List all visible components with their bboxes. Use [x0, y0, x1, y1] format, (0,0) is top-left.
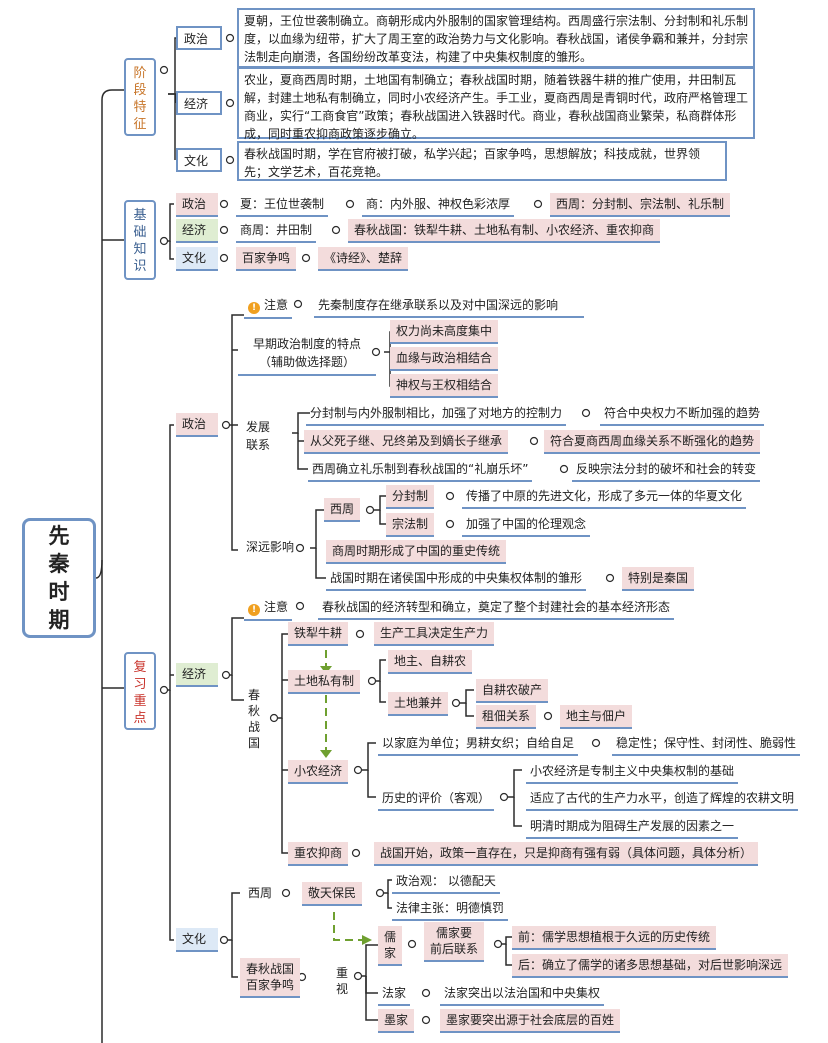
early-feature-item: 神权与王权相结合 — [390, 374, 499, 398]
tieli-niugeng: 铁犁牛耕 — [288, 622, 349, 646]
stage-economy-node[interactable]: 经济 — [176, 91, 222, 115]
impact-fenfeng-text: 传播了中原的先进文化，形成了多元一体的华夏文化 — [462, 485, 747, 509]
section-review-label: 复习重点 — [133, 660, 147, 726]
root-node[interactable]: 先秦时期 — [22, 518, 96, 638]
mojia-text: 墨家要突出源于社会底层的百姓 — [440, 1009, 621, 1033]
warning-icon: ! — [248, 302, 260, 314]
basic-economy-node[interactable]: 经济 — [176, 219, 218, 243]
impact-zhanguo: 战国时期在诸侯国中形成的中央集权体制的雏形 — [326, 567, 587, 591]
economy-note: ! 注意 — [244, 596, 293, 621]
politics-note-label: 注意 — [264, 298, 289, 312]
tieli-text: 生产工具决定生产力 — [374, 622, 495, 646]
section-review[interactable]: 复习重点 — [124, 652, 156, 730]
xiaonong-jingji: 小农经济 — [288, 760, 349, 784]
review-politics-label: 政治 — [182, 417, 207, 431]
development-link-label: 发展 联系 — [246, 420, 271, 452]
impact-zongfa: 宗法制 — [386, 513, 435, 537]
dev-item-a: 西周确立礼乐制到春秋战国的“礼崩乐坏” — [308, 458, 533, 482]
section-stage[interactable]: 阶段特征 — [124, 58, 156, 136]
dev-item-b: 符合中央权力不断加强的趋势 — [600, 402, 765, 426]
impact-shang: 商周时期形成了中国的重史传统 — [326, 540, 507, 564]
history-evaluation: 历史的评价（客观） — [378, 787, 495, 811]
tudi-jianbing: 土地兼并 — [388, 692, 449, 716]
dizhu-zigengnong: 地主、自耕农 — [388, 650, 473, 674]
section-basic-label: 基础知识 — [133, 208, 147, 274]
impact-xizhou: 西周 — [324, 498, 361, 522]
impact-qin: 特别是秦国 — [622, 567, 695, 591]
stage-politics-text: 夏朝，王位世袭制确立。商朝形成内外服制的国家管理结构。西周盛行宗法制、分封制和礼… — [237, 8, 755, 68]
fajia-text: 法家突出以法治国和中央集权 — [440, 982, 605, 1006]
basic-politics-item: 商：内外服、神权色彩浓厚 — [362, 193, 515, 217]
economy-note-text: 春秋战国的经济转型和确立，奠定了整个封建社会的基本经济形态 — [318, 596, 675, 620]
rujia-link: 儒家要 前后联系 — [424, 922, 485, 962]
stage-culture-label: 文化 — [184, 154, 209, 168]
basic-culture-item: 百家争鸣 — [236, 247, 297, 271]
review-culture-node[interactable]: 文化 — [176, 928, 218, 952]
mojia: 墨家 — [378, 1009, 415, 1033]
dev-item-a: 从父死子继、兄终弟及到嫡长子继承 — [304, 430, 509, 454]
stage-economy-text: 农业，夏商西周时期，土地国有制确立；春秋战国时期，随着铁器牛耕的推广使用，井田制… — [237, 67, 755, 141]
basic-economy-item: 春秋战国：铁犁牛耕、土地私有制、小农经济、重农抑商 — [348, 219, 661, 243]
early-politics-features: 早期政治制度的特点 （辅助做选择题） — [238, 332, 376, 376]
zudian-guanxi: 租佃关系 — [476, 705, 537, 729]
eval-item: 明清时期成为阻碍生产发展的因素之一 — [526, 815, 739, 839]
dizhu-dianhu: 地主与佃户 — [560, 705, 633, 729]
section-stage-label: 阶段特征 — [133, 66, 147, 132]
zhongshi-label: 重 视 — [336, 966, 349, 996]
zigengnong-pochan: 自耕农破产 — [476, 679, 549, 703]
economy-note-label: 注意 — [264, 600, 289, 614]
review-culture-label: 文化 — [182, 932, 207, 946]
early-feature-item: 权力尚未高度集中 — [390, 320, 499, 344]
dev-item-a: 分封制与内外服制相比，加强了对地方的控制力 — [306, 402, 567, 426]
stage-culture-text: 春秋战国时期，学在官府被打破，私学兴起；百家争鸣，思想解放；科技成就，世界领先；… — [237, 141, 727, 181]
basic-politics-item: 西周：分封制、宗法制、礼乐制 — [550, 193, 731, 217]
warning-icon: ! — [248, 604, 260, 616]
early-feature-item: 血缘与政治相结合 — [390, 347, 499, 371]
rujia-after: 后：确立了儒学的诸多思想基础，对后世影响深远 — [512, 954, 789, 978]
review-politics-node[interactable]: 政治 — [176, 413, 218, 437]
rujia-before: 前：儒学思想植根于久远的历史传统 — [512, 926, 717, 950]
eval-item: 适应了古代的生产力水平，创造了辉煌的农耕文明 — [526, 787, 799, 811]
review-economy-label: 经济 — [182, 667, 207, 681]
politics-note-text: 先秦制度存在继承联系以及对中国深远的影响 — [314, 294, 584, 318]
politics-note: ! 注意 — [244, 294, 293, 319]
legal-view: 法律主张：明德慎罚 — [392, 897, 509, 921]
political-view: 政治观： 以德配天 — [392, 870, 500, 894]
stage-politics-label: 政治 — [184, 32, 209, 46]
fajia: 法家 — [378, 982, 411, 1006]
basic-economy-item: 商周：井田制 — [236, 219, 317, 243]
basic-politics-node[interactable]: 政治 — [176, 193, 218, 217]
xiaonong-feature: 以家庭为单位；男耕女织；自给自足 — [378, 732, 579, 756]
stage-politics-node[interactable]: 政治 — [176, 26, 222, 50]
jingtian-baomin: 敬天保民 — [302, 882, 363, 906]
review-economy-node[interactable]: 经济 — [176, 663, 218, 687]
tudi-siyou: 土地私有制 — [288, 670, 361, 694]
basic-economy-label: 经济 — [182, 223, 207, 237]
basic-culture-node[interactable]: 文化 — [176, 247, 218, 271]
eval-item: 小农经济是专制主义中央集权制的基础 — [526, 760, 739, 784]
impact-fenfeng: 分封制 — [386, 485, 435, 509]
stage-culture-node[interactable]: 文化 — [176, 148, 222, 172]
basic-culture-item: 《诗经》、楚辞 — [318, 247, 409, 271]
basic-politics-label: 政治 — [182, 197, 207, 211]
xiaonong-nature: 稳定性；保守性、封闭性、脆弱性 — [612, 732, 801, 756]
root-title: 先秦时期 — [48, 524, 70, 632]
stage-economy-label: 经济 — [184, 97, 209, 111]
chunqiu-zhanguo-label: 春 秋 战 国 — [248, 688, 261, 750]
section-basic[interactable]: 基础知识 — [124, 200, 156, 280]
basic-culture-label: 文化 — [182, 251, 207, 265]
basic-politics-item: 夏：王位世袭制 — [236, 193, 329, 217]
culture-xizhou: 西周 — [248, 886, 273, 900]
dev-item-b: 反映宗法分封的破坏和社会的转变 — [572, 458, 761, 482]
dev-item-b: 符合夏商西周血缘关系不断强化的趋势 — [544, 430, 761, 454]
zhongnong-text: 战国开始，政策一直存在，只是抑商有强有弱（具体问题，具体分析） — [374, 842, 759, 866]
far-impact-label: 深远影响 — [246, 540, 295, 554]
rujia: 儒 家 — [378, 926, 403, 966]
baijia-zhengming: 春秋战国 百家争鸣 — [240, 958, 301, 998]
impact-zongfa-text: 加强了中国的伦理观念 — [462, 513, 591, 537]
zhongnong-yishang: 重农抑商 — [288, 842, 349, 866]
